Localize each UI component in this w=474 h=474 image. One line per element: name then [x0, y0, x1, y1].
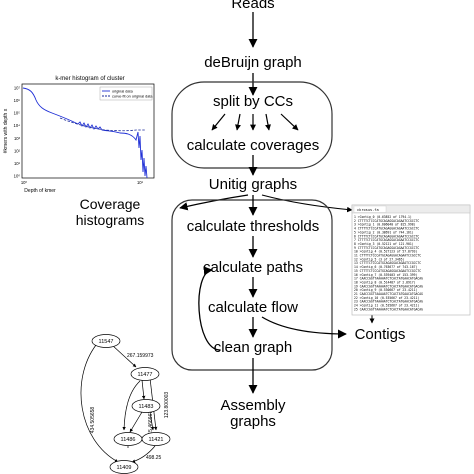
- graph-node-label: 11409: [117, 465, 132, 471]
- histogram-data-curve: [22, 87, 148, 179]
- file-line: 9 CTTTTCTCCCATGCAGAGGACAGAATCCGCCTC: [354, 246, 419, 250]
- histogram-xlabel: Depth of kmer: [24, 188, 56, 194]
- graph-node: [130, 367, 160, 381]
- histogram-ytick-label: 10³: [14, 136, 21, 141]
- histogram-legend: [99, 86, 153, 101]
- graph-node-label: 11477: [138, 372, 153, 378]
- contigs-file-window: ckrosus.fa 1 >Contig_0 (0.63852 of 1794.…: [351, 204, 471, 316]
- histogram-ytick-label: 10⁰: [14, 174, 21, 179]
- graph-node-label: 11486: [121, 437, 136, 443]
- file-line: 3 >Contig_1 (0.606040 of 815.998): [354, 223, 416, 227]
- histogram-fit-curve: [59, 117, 146, 132]
- file-line: 16 >Contig_7 (0.539403 of 153.399): [354, 273, 417, 277]
- loop-clean-to-paths: [198, 266, 221, 351]
- file-line: 6 CTTTTCTCCCATGCAGAGGACAGAATCCGCCTC: [354, 234, 419, 238]
- contigs-label: Contigs: [355, 326, 406, 343]
- clean-graph-label: clean graph: [214, 339, 292, 356]
- file-line: 2 CTTTTCTCCCATGCAGAGGACAGAATCCGCCTC: [354, 219, 419, 223]
- edge-label-2: 434.505658: [90, 407, 96, 434]
- file-line: 11 CTTTTCTCCCATGCAGAGGACAGAATCCGCCTC: [354, 254, 421, 258]
- file-line: 8 >Contig_3 (0.52121 of 121.901): [354, 242, 414, 246]
- file-window-titlebar: [351, 204, 471, 214]
- calculate-flow-label: calculate flow: [208, 299, 298, 316]
- file-line: 14 >Contig_6 (0.763677 of 743.167): [354, 265, 417, 269]
- histogram-ytick-label: 10²: [14, 148, 21, 153]
- file-line: 5 >Contig_2 (0.38691 of 744.161): [354, 230, 414, 234]
- file-tab[interactable]: [353, 205, 387, 213]
- file-line: 15 CTTTTCTCCCATGCAGAGGACAGAATCCGCCTC: [354, 269, 421, 273]
- graph-node: [131, 399, 161, 413]
- histogram-ylabel: #kmers with depth x: [3, 108, 9, 153]
- assembly-graph: 267.159973 434.505658 115.466667 123.800…: [80, 334, 171, 474]
- graph-node: [141, 432, 171, 446]
- assembly-line1: Assembly: [220, 397, 286, 414]
- file-line: 13 CTTTTCTCCCATGCAGAGGACAGAATCCGCCTC: [354, 261, 421, 265]
- kmer-histogram: k-mer histogram of cluster 10⁷10⁶10⁵10⁴1…: [0, 72, 160, 196]
- histogram-ytick-label: 10⁷: [14, 86, 21, 91]
- histogram-plot-area: [21, 83, 155, 179]
- histogram-title: k-mer histogram of cluster: [55, 76, 124, 82]
- histogram-ytick-label: 10¹: [14, 161, 21, 166]
- arrow-flow-contigs: [261, 316, 347, 339]
- histogram-xtick-label: 10¹: [137, 180, 144, 185]
- graph-node-label: 11547: [99, 339, 114, 345]
- file-line: 21 CAACCGGTTAAAAATCTCACTATGAACATGACAG: [354, 292, 423, 296]
- arrow-unitig-histograms: [179, 194, 249, 211]
- fan-arrows: [211, 113, 299, 131]
- cleaning-group: [171, 199, 333, 371]
- edge-label-5: 498.25: [146, 455, 162, 461]
- debruijn-graph-label: deBruijn graph: [204, 54, 302, 71]
- file-line: 19 CAACCGGTTAAAAATCTCACTATGAACATGACAG: [354, 284, 423, 288]
- calculate-paths-label: calculate paths: [203, 259, 303, 276]
- histogram-ytick-label: 10⁶: [14, 98, 21, 103]
- graph-node-label: 11421: [149, 437, 164, 443]
- file-line: 24 >Contig_11 (0.535667 of 23.4211): [354, 304, 419, 308]
- file-line: 7 CTTTTCTCCCATGCAGAGGACAGAATCCGCCTC: [354, 238, 419, 242]
- file-line: 25 CAACCGGTTAAAAATCTCACTATGAACATGACAG: [354, 307, 423, 311]
- histogram-ytick-label: 10⁴: [14, 123, 21, 128]
- edge-label-1: 267.159973: [127, 353, 154, 359]
- file-line: 22 >Contig_10 (0.535667 of 23.4211): [354, 296, 419, 300]
- file-line: 4 CTTTTCTCCCATGCAGAGGACAGAATCCGCCTC: [354, 227, 419, 231]
- file-line: 10 >Contig_4 (0.527123 of 57.8793): [354, 250, 417, 254]
- edge-label-3: 115.466667: [148, 411, 154, 437]
- file-line: 18 >Contig_8 (0.514487 of 2.8917): [354, 280, 416, 284]
- file-tab-title: ckrosus.fa: [357, 208, 379, 212]
- file-line: 1 >Contig_0 (0.63852 of 1794.1): [354, 215, 412, 219]
- graph-node: [91, 334, 121, 348]
- file-line: 17 CAACCGGTTAAAAATCTCACTATGAACATGACAG: [354, 277, 423, 281]
- coverage-histograms-line2: histograms: [76, 212, 144, 228]
- coverage-histograms-line1: Coverage: [80, 196, 141, 212]
- calculate-coverages-label: calculate coverages: [187, 137, 320, 154]
- histogram-ytick-label: 10⁵: [14, 111, 21, 116]
- reads-label: Reads: [231, 0, 274, 12]
- histogram-y-ticks: 10⁷ 10⁶ 10⁵ 10⁴ 10³ 10² 10¹ 10⁰: [14, 86, 21, 179]
- histogram-legend-fit: curve-fit on original data: [112, 95, 153, 99]
- calculate-thresholds-label: calculate thresholds: [187, 218, 320, 235]
- histogram-xtick-label: 10⁰: [21, 180, 28, 185]
- histogram-legend-data: original data: [112, 90, 134, 94]
- graph-node-label: 11483: [139, 404, 154, 410]
- file-line: 23 CAACCGGTTAAAAATCTCACTATGAACATGACAG: [354, 300, 423, 304]
- assembly-line2: graphs: [230, 413, 276, 430]
- edge-label-4: 123.800003: [164, 392, 170, 419]
- unitig-graphs-label: Unitig graphs: [209, 176, 297, 193]
- file-line: 20 >Contig_9 (0.530667 of 23.4211): [354, 288, 417, 292]
- arrow-unitig-file: [261, 194, 353, 213]
- histogram-x-ticks: 10⁰ 10¹: [21, 180, 144, 185]
- split-by-ccs-label: split by CCs: [213, 93, 293, 110]
- file-lines: 1 >Contig_0 (0.63852 of 1794.1)2 CTTTTCT…: [354, 215, 423, 311]
- file-line: 12 >Contig_5 (3 of 27.3465): [354, 257, 404, 261]
